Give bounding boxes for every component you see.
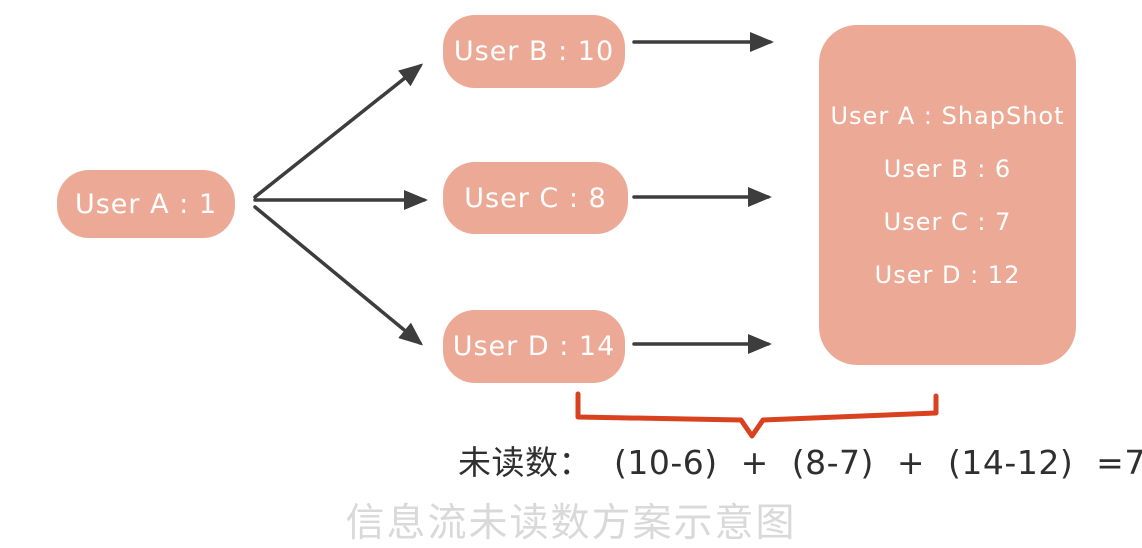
- node-snapshot: User A : ShapShot User B : 6 User C : 7 …: [819, 25, 1076, 365]
- node-user-b-label: User B : 10: [453, 36, 615, 67]
- node-user-c-label: User C : 8: [464, 182, 607, 214]
- arrow-a-to-d-icon: [253, 205, 424, 346]
- snapshot-line-user-d: User D : 12: [874, 261, 1021, 289]
- snapshot-line-user-b: User B : 6: [883, 155, 1012, 183]
- node-user-d-label: User D : 14: [452, 331, 616, 362]
- snapshot-line-user-c: User C : 7: [883, 208, 1012, 236]
- diagram-caption: 信息流未读数方案示意图: [345, 501, 797, 546]
- node-user-d: User D : 14: [443, 310, 625, 383]
- node-user-c: User C : 8: [443, 162, 628, 234]
- formula-label: 未读数：: [458, 443, 592, 482]
- arrow-a-to-b-icon: [253, 63, 424, 199]
- snapshot-line-user-a: User A : ShapShot: [830, 102, 1065, 130]
- unread-count-formula: 未读数： (10-6) + (8-7) + (14-12) =7: [458, 436, 1142, 484]
- node-user-a: User A : 1: [57, 170, 235, 238]
- formula-expression: (10-6) + (8-7) + (14-12) =7: [614, 443, 1142, 482]
- node-user-a-label: User A : 1: [74, 188, 218, 220]
- summation-brace-icon: [575, 391, 939, 439]
- node-user-b: User B : 10: [443, 15, 625, 88]
